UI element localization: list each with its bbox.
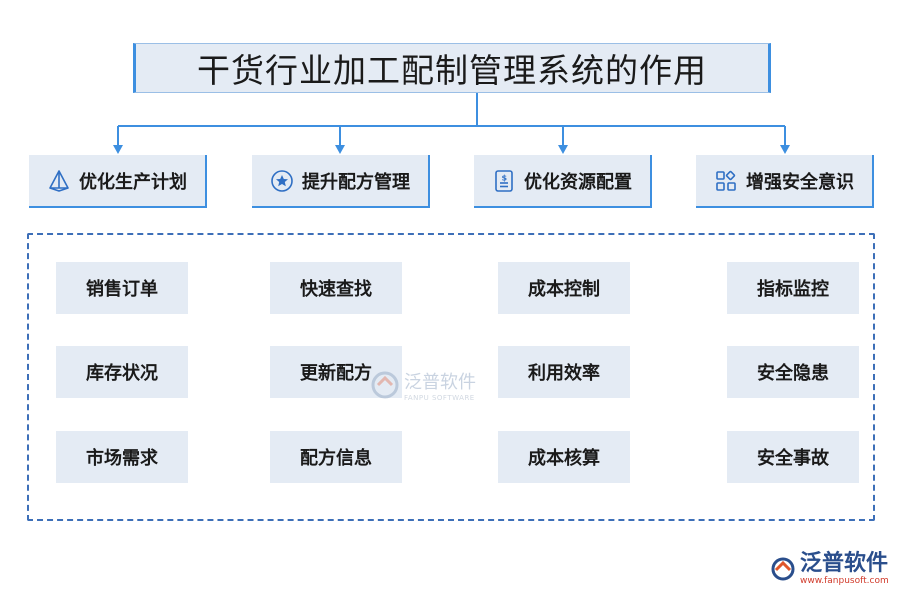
item-box: 成本核算 (498, 431, 630, 483)
arrow-head-3 (558, 145, 568, 154)
item-box: 更新配方 (270, 346, 402, 398)
brand-logo: 泛普软件 www.fanpusoft.com (770, 552, 889, 586)
star-badge-icon (271, 169, 293, 192)
fanpu-brand-icon (771, 557, 795, 581)
item-box: 销售订单 (56, 262, 188, 314)
item-box: 利用效率 (498, 346, 630, 398)
dollar-document-icon: $ (495, 169, 513, 192)
brand-url: www.fanpusoft.com (800, 576, 889, 586)
category-box-1: 优化生产计划 (29, 155, 207, 208)
pyramid-icon (49, 169, 69, 192)
item-box: 配方信息 (270, 431, 402, 483)
grid-apps-icon (716, 170, 736, 191)
arrow-head-4 (780, 145, 790, 154)
category-box-3: $ 优化资源配置 (474, 155, 652, 208)
brand-name: 泛普软件 (800, 551, 889, 576)
item-box: 安全隐患 (727, 346, 859, 398)
watermark-name: 泛普软件 (404, 372, 476, 393)
item-box: 安全事故 (727, 431, 859, 483)
category-label-4: 增强安全意识 (746, 171, 854, 193)
category-box-4: 增强安全意识 (696, 155, 874, 208)
category-label-3: 优化资源配置 (524, 171, 632, 193)
category-label-1: 优化生产计划 (79, 171, 187, 193)
item-box: 快速查找 (270, 262, 402, 314)
item-box: 库存状况 (56, 346, 188, 398)
item-box: 指标监控 (727, 262, 859, 314)
fanpu-logo-icon (371, 371, 399, 399)
category-box-2: 提升配方管理 (252, 155, 430, 208)
arrow-head-1 (113, 145, 123, 154)
watermark: 泛普软件 FANPU SOFTWARE (370, 368, 476, 402)
items-frame (27, 233, 875, 521)
arrow-head-2 (335, 145, 345, 154)
svg-text:$: $ (502, 173, 508, 182)
category-label-2: 提升配方管理 (302, 171, 410, 193)
item-box: 市场需求 (56, 431, 188, 483)
watermark-sub: FANPU SOFTWARE (404, 394, 475, 402)
diagram-title: 干货行业加工配制管理系统的作用 (133, 43, 771, 93)
item-box: 成本控制 (498, 262, 630, 314)
